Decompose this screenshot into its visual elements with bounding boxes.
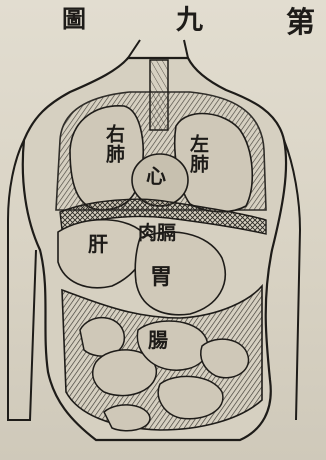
intestine-loop-6 [104, 405, 150, 431]
label-intestine: 腸 [148, 330, 168, 350]
label-right-lung: 右肺 [104, 124, 123, 164]
right-arm [284, 140, 300, 420]
stomach-shape [135, 232, 225, 315]
label-left-lung: 左肺 [188, 134, 207, 174]
intestine-loop-4 [158, 376, 223, 418]
label-diaphragm: 肉膈 [138, 224, 176, 243]
neck [128, 40, 188, 58]
label-liver: 肝 [88, 234, 108, 254]
label-heart: 心 [146, 166, 166, 186]
label-stomach: 胃 [150, 266, 172, 288]
